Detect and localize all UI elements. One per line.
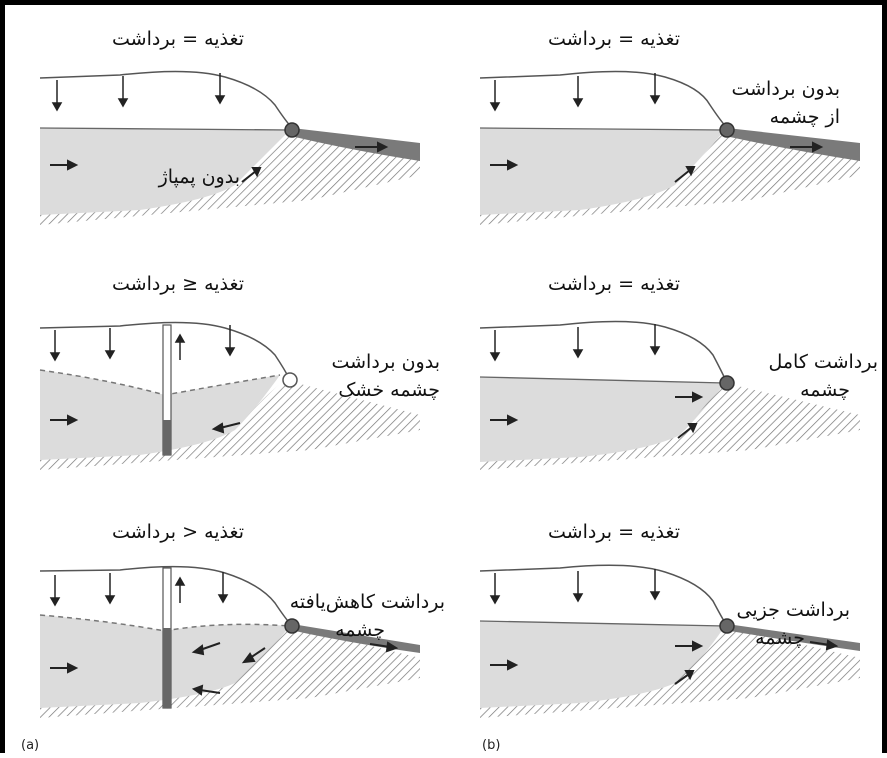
aquifer-diagram: [39, 70, 420, 225]
panel-title: تغذیه = برداشت: [112, 28, 244, 50]
panel-title: تغذیه = برداشت: [548, 273, 680, 295]
flow-arrows: [50, 141, 389, 183]
bedrock: [40, 130, 420, 225]
stream-flow: [292, 128, 420, 161]
panel-title: تغذیه = برداشت: [548, 28, 680, 50]
recharge-line: [39, 70, 293, 129]
recharge-arrows: [49, 325, 236, 362]
condition-label-line2: چشمه: [755, 627, 805, 649]
recharge-arrows: [489, 569, 661, 605]
recharge-line: [479, 564, 728, 627]
flow-arrows: [490, 639, 839, 685]
bedrock: [480, 130, 860, 225]
condition-label-line2: از چشمه: [769, 106, 840, 128]
spring-icon: [719, 618, 735, 634]
panel-a2: تغذیه ≤ برداشت: [10, 270, 450, 510]
caption-b: (b): [482, 738, 501, 753]
recharge-line: [479, 320, 728, 384]
aquifer-water: [480, 377, 725, 462]
panel-b1: تغذیه = برداشت بدون: [450, 25, 887, 265]
condition-label-line1: برداشت کامل: [768, 351, 878, 373]
condition-label-line1: برداشت کاهش‌یافته: [289, 591, 445, 613]
stream-flow: [727, 128, 860, 161]
spring-icon: [284, 122, 300, 138]
condition-label-line2: چشمه خشک: [338, 379, 440, 401]
recharge-line: [39, 321, 291, 381]
recharge-arrows: [489, 324, 661, 362]
bedrock: [40, 626, 420, 718]
aquifer-water: [480, 621, 725, 708]
condition-label-line2: چشمه: [800, 379, 850, 401]
bedrock: [480, 383, 860, 470]
spring-icon: [284, 618, 300, 634]
spring-icon: [719, 375, 735, 391]
condition-label-line2: چشمه: [335, 619, 385, 641]
aquifer-diagram: [479, 70, 860, 225]
flow-arrows: [50, 641, 399, 696]
aquifer-water: [40, 370, 280, 460]
aquifer-diagram: [39, 565, 420, 718]
aquifer-diagram: [479, 564, 860, 718]
aquifer-diagram: [479, 320, 860, 470]
aquifer-water: [40, 128, 290, 215]
well-screen: [163, 628, 171, 708]
panel-a1: تغذیه = برداشت بدون: [10, 25, 450, 265]
well-screen: [163, 420, 171, 455]
condition-label-line1: بدون برداشت: [731, 78, 840, 100]
flow-arrows: [50, 414, 241, 434]
panel-b2: تغذیه = برداشت برداشت کامل: [450, 270, 887, 510]
panel-title: تغذیه = برداشت: [548, 521, 680, 543]
panel-title: تغذیه ≤ برداشت: [112, 273, 244, 295]
flow-arrows: [490, 391, 704, 439]
flow-arrows: [490, 141, 824, 183]
spring-icon: [719, 122, 735, 138]
bedrock: [40, 380, 420, 470]
condition-label: بدون پمپاژ: [158, 166, 240, 188]
dry-spring-icon: [282, 372, 298, 388]
recharge-arrows: [489, 73, 661, 112]
recharge-arrows: [49, 572, 229, 607]
panel-b3: تغذیه = برداشت: [450, 518, 887, 758]
condition-label-line1: بدون برداشت: [331, 351, 440, 373]
bedrock: [480, 626, 860, 718]
aquifer-diagram: [39, 321, 420, 470]
recharge-arrows: [51, 73, 226, 112]
panel-a3: تغذیه < برداشت: [10, 518, 450, 758]
recharge-line: [39, 565, 293, 627]
caption-a: (a): [21, 738, 40, 753]
panel-title: تغذیه < برداشت: [112, 521, 244, 543]
condition-label-line1: برداشت جزیی: [736, 599, 850, 621]
recharge-line: [479, 70, 728, 129]
aquifer-water: [480, 128, 725, 215]
